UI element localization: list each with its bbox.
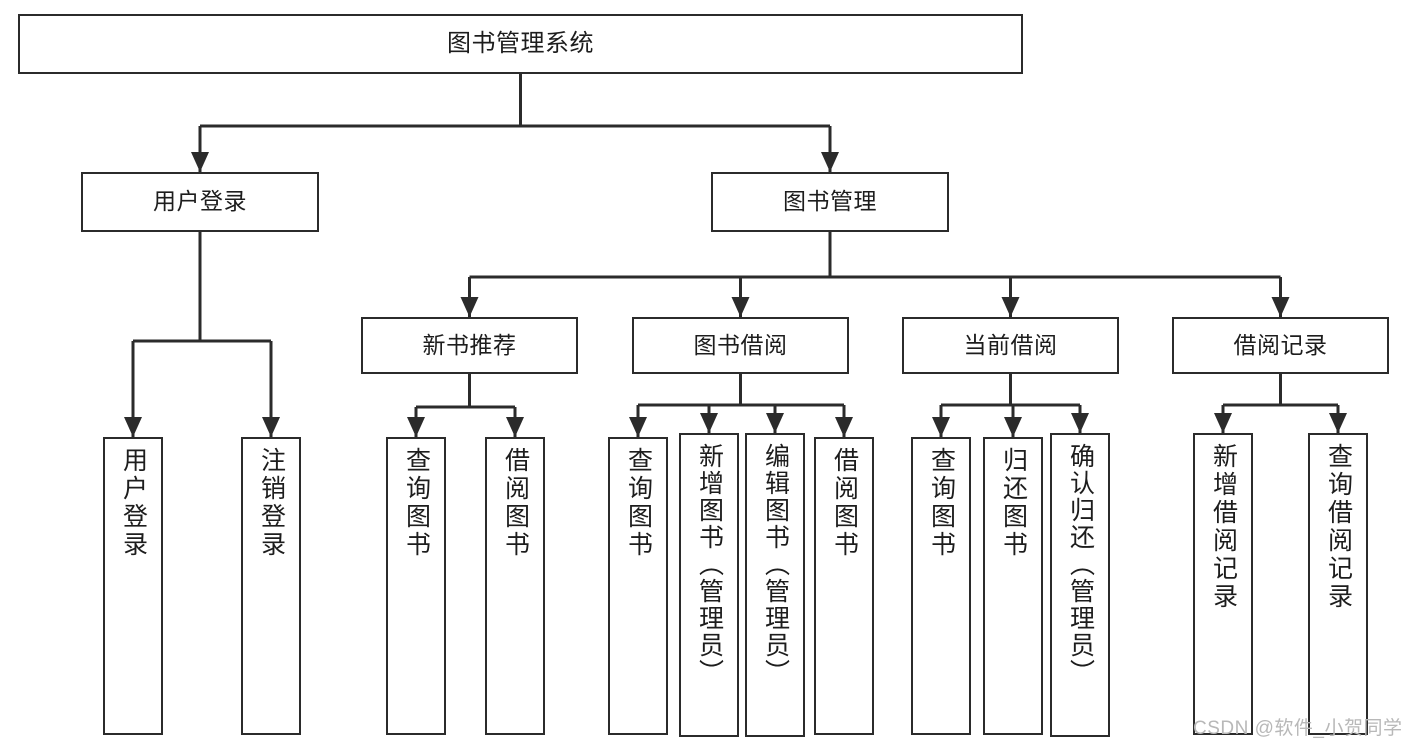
node-label: 新书推荐 — [422, 331, 517, 358]
arrow-head-icon — [191, 152, 209, 172]
node-label: 借阅图书 — [830, 447, 859, 559]
node-label: 注销登录 — [257, 447, 286, 559]
node-newbook[interactable]: 新书推荐 — [361, 317, 578, 374]
node-label: 查询借阅记录 — [1324, 443, 1353, 611]
node-label: 新增图书（管理员） — [695, 443, 724, 686]
node-label: 编辑图书（管理员） — [761, 443, 790, 686]
node-label: 借阅记录 — [1233, 331, 1328, 358]
node-bookmgmt[interactable]: 图书管理 — [711, 172, 949, 232]
arrow-head-icon — [407, 417, 425, 437]
node-current[interactable]: 当前借阅 — [902, 317, 1119, 374]
node-label: 当前借阅 — [963, 331, 1058, 358]
node-label: 查询图书 — [402, 447, 431, 559]
arrow-head-icon — [124, 417, 142, 437]
node-c3[interactable]: 确认归还（管理员） — [1050, 433, 1110, 737]
node-c1[interactable]: 查询图书 — [911, 437, 971, 735]
node-label: 图书借阅 — [693, 331, 788, 358]
arrow-head-icon — [1004, 417, 1022, 437]
arrow-head-icon — [262, 417, 280, 437]
node-root[interactable]: 图书管理系统 — [18, 14, 1023, 74]
node-b4[interactable]: 借阅图书 — [814, 437, 874, 735]
node-label: 图书管理 — [783, 188, 877, 215]
node-b3[interactable]: 编辑图书（管理员） — [745, 433, 805, 737]
arrow-head-icon — [1071, 413, 1089, 433]
node-b1[interactable]: 查询图书 — [608, 437, 668, 735]
node-r1[interactable]: 新增借阅记录 — [1193, 433, 1253, 735]
node-n1[interactable]: 查询图书 — [386, 437, 446, 735]
arrow-head-icon — [731, 297, 750, 317]
arrow-head-icon — [821, 152, 839, 172]
node-r2[interactable]: 查询借阅记录 — [1308, 433, 1368, 735]
arrow-head-icon — [1214, 413, 1232, 433]
node-label: 图书管理系统 — [447, 29, 594, 57]
arrow-head-icon — [1001, 297, 1020, 317]
node-label: 用户登录 — [153, 188, 247, 215]
arrow-head-icon — [629, 417, 647, 437]
arrow-head-icon — [460, 297, 479, 317]
node-l1[interactable]: 用户登录 — [103, 437, 163, 735]
node-label: 归还图书 — [999, 447, 1028, 559]
node-b2[interactable]: 新增图书（管理员） — [679, 433, 739, 737]
arrow-head-icon — [506, 417, 524, 437]
node-label: 新增借阅记录 — [1209, 443, 1238, 611]
arrow-head-icon — [1329, 413, 1347, 433]
node-label: 查询图书 — [927, 447, 956, 559]
node-label: 查询图书 — [624, 447, 653, 559]
node-login[interactable]: 用户登录 — [81, 172, 319, 232]
node-label: 用户登录 — [119, 447, 148, 559]
arrow-head-icon — [700, 413, 718, 433]
arrow-head-icon — [835, 417, 853, 437]
node-l2[interactable]: 注销登录 — [241, 437, 301, 735]
arrow-head-icon — [1271, 297, 1290, 317]
node-borrow[interactable]: 图书借阅 — [632, 317, 849, 374]
node-c2[interactable]: 归还图书 — [983, 437, 1043, 735]
node-label: 借阅图书 — [501, 447, 530, 559]
node-records[interactable]: 借阅记录 — [1172, 317, 1389, 374]
node-n2[interactable]: 借阅图书 — [485, 437, 545, 735]
arrow-head-icon — [932, 417, 950, 437]
node-label: 确认归还（管理员） — [1066, 443, 1095, 686]
arrow-head-icon — [766, 413, 784, 433]
watermark-label: CSDN @软件_小贺同学 — [1193, 718, 1403, 739]
